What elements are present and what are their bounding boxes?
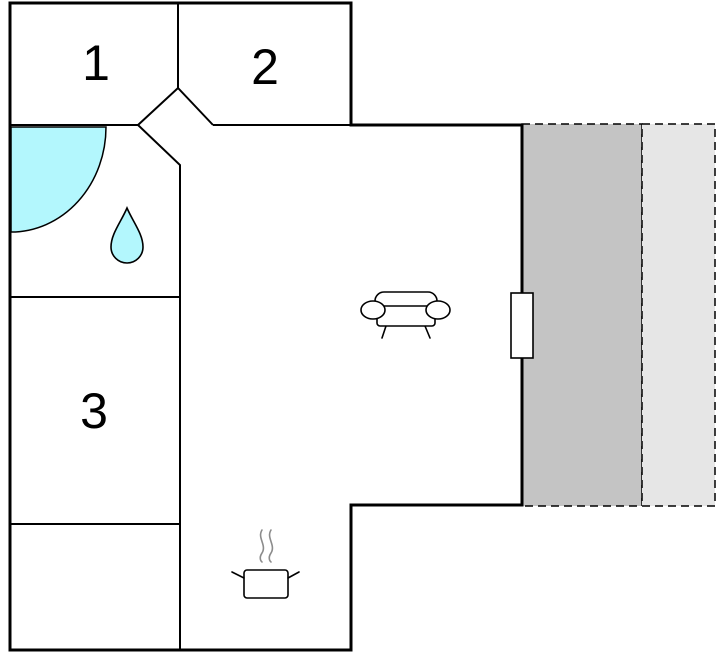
outer-wall	[8, 1, 524, 652]
door-icon	[510, 292, 534, 359]
shower-area	[10, 126, 107, 233]
terrace-covered	[521, 123, 643, 507]
interior-walls	[10, 3, 351, 650]
room-1-label: 1	[82, 35, 110, 91]
cooking-pot-icon	[231, 529, 300, 599]
water-drop-icon	[110, 205, 144, 264]
terrace-open	[641, 123, 716, 507]
room-3-label: 3	[80, 383, 108, 439]
room-2-label: 2	[251, 39, 279, 95]
sofa-icon	[360, 291, 451, 339]
